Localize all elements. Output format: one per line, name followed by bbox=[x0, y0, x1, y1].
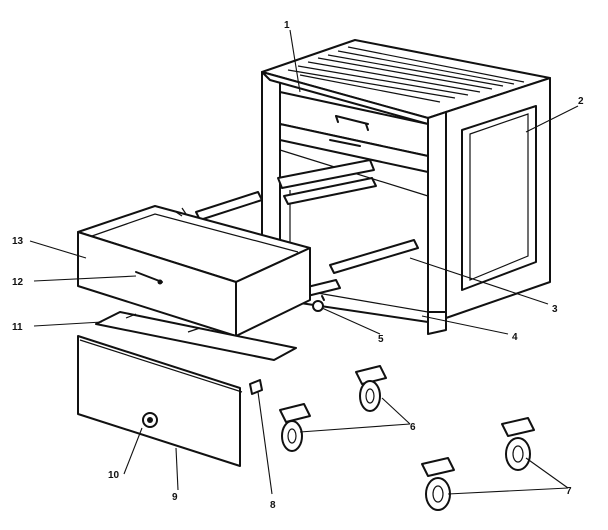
callout-7: 7 bbox=[566, 486, 572, 497]
callout-6: 6 bbox=[410, 422, 416, 433]
drawer-box bbox=[77, 205, 311, 337]
callout-2: 2 bbox=[578, 96, 584, 107]
drawer-bottom-tray bbox=[95, 311, 297, 361]
callout-labels: 1 2 3 4 5 6 7 8 9 10 11 12 13 bbox=[12, 20, 584, 511]
screw-5 bbox=[312, 295, 325, 312]
callout-5: 5 bbox=[378, 334, 384, 345]
screw-8 bbox=[249, 379, 263, 395]
callout-4: 4 bbox=[512, 332, 518, 343]
caster-6b bbox=[355, 365, 387, 412]
callout-12: 12 bbox=[12, 277, 24, 288]
callout-13: 13 bbox=[12, 236, 24, 247]
caster-6a bbox=[279, 403, 311, 452]
callout-9: 9 bbox=[172, 492, 178, 503]
middle-drawer bbox=[279, 123, 429, 173]
callout-3: 3 bbox=[552, 304, 558, 315]
callout-8: 8 bbox=[270, 500, 276, 511]
callout-1: 1 bbox=[284, 20, 290, 31]
leader-lines bbox=[29, 29, 579, 495]
callout-11: 11 bbox=[12, 322, 23, 333]
callout-10: 10 bbox=[108, 470, 120, 481]
caster-7b bbox=[501, 417, 535, 471]
caster-7a bbox=[421, 457, 455, 511]
drawer-front-panel bbox=[77, 335, 243, 467]
